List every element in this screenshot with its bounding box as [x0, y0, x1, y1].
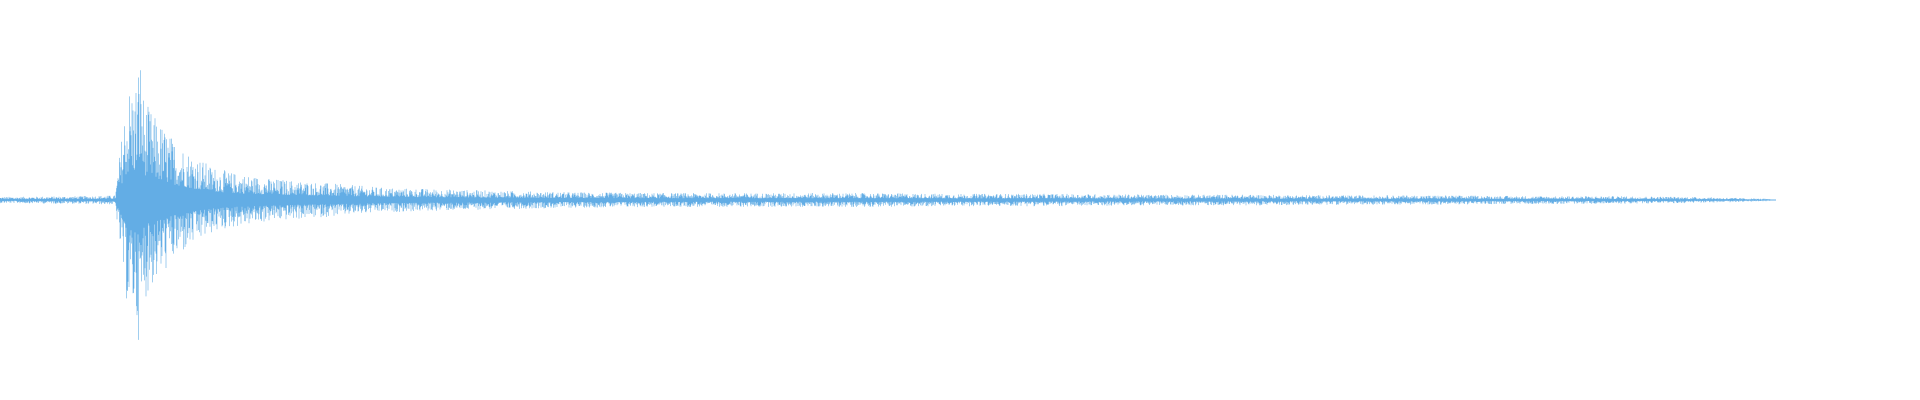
waveform-tail-dot: [1761, 199, 1763, 201]
waveform-tail-dot: [1755, 199, 1757, 201]
waveform-tail-dot: [1767, 199, 1769, 201]
waveform-tail-dot: [1737, 199, 1739, 201]
waveform-tail-dot: [1764, 199, 1766, 201]
waveform-tail-dot: [1740, 199, 1742, 201]
waveform-tail-dot: [1743, 199, 1745, 201]
waveform-tail-dot: [1773, 199, 1775, 201]
waveform-tail-dot: [1752, 199, 1754, 201]
waveform-series: [0, 70, 1776, 340]
waveform-tail-dot: [1758, 199, 1760, 201]
waveform-tail-dot: [1749, 199, 1751, 201]
waveform-samples: [0, 70, 1776, 340]
waveform-tail-dot: [1746, 199, 1748, 201]
waveform-tail-dot: [1770, 199, 1772, 201]
